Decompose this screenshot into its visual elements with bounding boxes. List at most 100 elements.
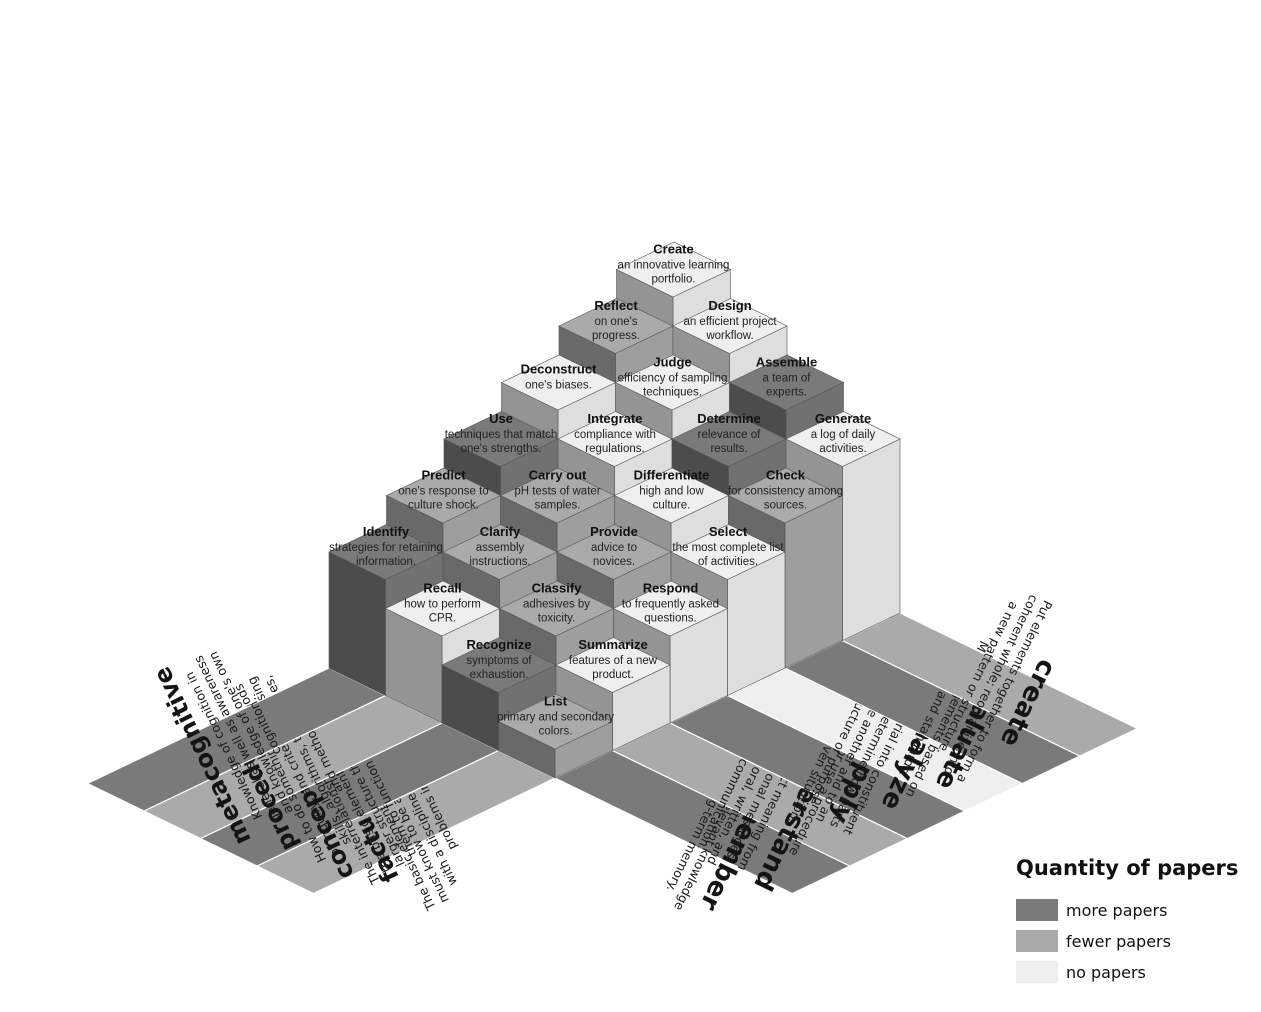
cube-front-face xyxy=(842,438,901,641)
cell-description-line: the most complete list xyxy=(672,542,784,554)
cell-title: Differentiate xyxy=(634,468,710,483)
cell-description-line: regulations. xyxy=(585,443,644,455)
cell-title: Provide xyxy=(590,524,638,539)
cell-title: Identify xyxy=(363,524,410,539)
cell-title: Recognize xyxy=(466,637,531,652)
cell-description-line: portfolio. xyxy=(651,274,695,286)
cube-top-face xyxy=(328,524,444,580)
cell-title: Judge xyxy=(653,355,691,370)
cell-respond: Respond to frequently asked questions. xyxy=(612,580,729,724)
cube-top-face xyxy=(385,467,502,524)
cell-title: Select xyxy=(709,524,748,539)
cube-top-face xyxy=(557,411,673,467)
cell-description-line: for consistency among xyxy=(728,486,843,498)
cell-description-line: techniques that match xyxy=(445,429,558,441)
cell-title: Design xyxy=(708,298,751,313)
cube-top-face xyxy=(555,637,671,693)
cell-description-line: adhesives by xyxy=(523,599,590,611)
cube-top-face xyxy=(612,580,729,637)
cell-title: Use xyxy=(489,411,513,426)
cell-description-line: high and low xyxy=(639,486,704,498)
cell-description-line: instructions. xyxy=(469,556,530,568)
cell-title: Clarify xyxy=(480,524,521,539)
cell-description-line: techniques. xyxy=(643,387,702,399)
cube-top-face xyxy=(443,411,559,467)
cube-top-face xyxy=(613,467,730,524)
cube-top-face xyxy=(442,524,558,580)
cell-description-line: one's strengths. xyxy=(461,443,542,455)
cube-top-face xyxy=(785,411,901,467)
cube-top-face xyxy=(614,354,731,411)
legend-swatch-fewer xyxy=(1016,930,1058,952)
cube-top-face xyxy=(497,693,614,750)
cell-title: Determine xyxy=(697,411,761,426)
cell-description-line: how to perform xyxy=(404,599,481,611)
cell-description-line: information. xyxy=(356,556,416,568)
cube-top-face xyxy=(671,411,787,467)
cell-title: Integrate xyxy=(588,411,643,426)
cell-description-line: toxicity. xyxy=(538,613,576,625)
cell-title: Generate xyxy=(815,411,871,426)
cell-description-line: features of a new xyxy=(569,655,658,667)
cell-title: Respond xyxy=(643,581,699,596)
cell-description-line: of activities. xyxy=(698,556,758,568)
cube-top-face xyxy=(558,298,674,354)
cell-description-line: advice to xyxy=(591,542,637,554)
cell-description-line: workflow. xyxy=(705,330,753,342)
cell-description-line: one's response to xyxy=(398,486,488,498)
cell-description-line: results. xyxy=(710,443,747,455)
cell-description-line: assembly xyxy=(476,542,525,554)
cube-top-face xyxy=(672,298,788,354)
cell-description-line: an efficient project xyxy=(683,316,777,328)
taxonomy-cubes: Create an innovative learning portfolio. Re… xyxy=(328,241,901,779)
cell-description-line: pH tests of water xyxy=(514,486,600,498)
cube-top-face xyxy=(728,354,845,411)
cube-top-face xyxy=(499,467,616,524)
cell-title: Check xyxy=(766,468,806,483)
cell-title: Create xyxy=(653,242,693,257)
cell-title: Deconstruct xyxy=(521,362,598,377)
cell-description-line: to frequently asked xyxy=(622,599,719,611)
cube-top-face xyxy=(670,524,786,580)
cell-description-line: a log of daily xyxy=(811,429,876,441)
cube-top-face xyxy=(556,524,672,580)
legend: Quantity of papers more papers fewer pap… xyxy=(1016,856,1256,991)
cell-description-line: progress. xyxy=(592,330,640,342)
cell-title: Classify xyxy=(532,581,583,596)
cell-description-line: primary and secondary xyxy=(497,712,614,724)
cell-description-line: novices. xyxy=(593,556,635,568)
cell-description-line: culture. xyxy=(653,500,691,512)
legend-item-fewer: fewer papers xyxy=(1016,929,1256,953)
cell-description-line: an innovative learning xyxy=(618,260,730,272)
cube-front-face xyxy=(784,495,843,669)
cell-description-line: experts. xyxy=(766,387,807,399)
cube-top-face xyxy=(615,241,732,298)
cell-description-line: strategies for retaining xyxy=(329,542,443,554)
cube-top-face xyxy=(727,467,844,524)
cell-description-line: colors. xyxy=(539,726,573,738)
legend-item-more: more papers xyxy=(1016,898,1256,922)
cell-title: Recall xyxy=(423,581,461,596)
cube-top-face xyxy=(498,580,615,637)
cell-description-line: CPR. xyxy=(429,613,456,625)
legend-label-more: more papers xyxy=(1066,900,1168,920)
legend-label-none: no papers xyxy=(1066,962,1146,982)
cell-description-line: activities. xyxy=(819,443,866,455)
cell-title: Reflect xyxy=(594,298,638,313)
legend-label-fewer: fewer papers xyxy=(1066,931,1171,951)
cell-description-line: exhaustion. xyxy=(470,669,529,681)
legend-swatch-more xyxy=(1016,899,1058,921)
cell-description-line: efficiency of sampling xyxy=(618,373,728,385)
cell-description-line: compliance with xyxy=(574,429,656,441)
legend-swatch-none xyxy=(1016,961,1058,983)
cell-title: Predict xyxy=(421,468,466,483)
cube-top-face xyxy=(441,637,557,693)
cell-description-line: one's biases. xyxy=(525,380,592,392)
cell-description-line: a team of xyxy=(763,373,812,385)
cell-description-line: questions. xyxy=(644,613,696,625)
cell-title: Summarize xyxy=(578,637,647,652)
cell-description-line: on one's xyxy=(594,316,637,328)
